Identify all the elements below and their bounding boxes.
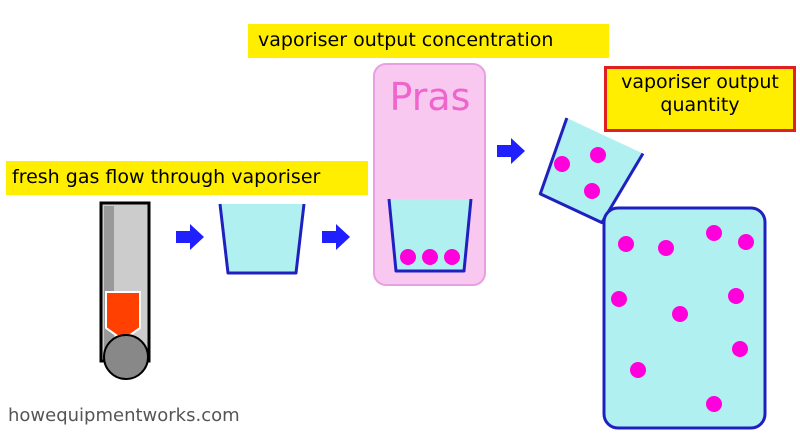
vapour-molecule-dot bbox=[590, 147, 606, 163]
vaporising-chamber: Pras bbox=[373, 63, 486, 286]
pouring-cup-outline bbox=[538, 117, 645, 225]
vapour-molecule-dot bbox=[584, 183, 600, 199]
fresh-gas-cup-outline bbox=[218, 203, 306, 275]
vapour-molecule-dot bbox=[728, 288, 744, 304]
fresh-gas-cup-liquid bbox=[220, 204, 304, 273]
fresh-gas-flow-label: fresh gas flow through vaporiser bbox=[6, 161, 368, 195]
flowmeter-base-knob bbox=[103, 334, 149, 380]
vapour-molecule-dot bbox=[738, 234, 754, 250]
website-credit: howequipmentworks.com bbox=[8, 405, 240, 426]
vapour-molecule-dot bbox=[422, 249, 438, 265]
pouring-cup bbox=[538, 117, 645, 225]
vapour-molecule-dot bbox=[706, 225, 722, 241]
arrow-right-icon bbox=[322, 224, 350, 250]
output-quantity-label-line1: vaporiser output bbox=[621, 71, 779, 93]
vapour-molecule-dot bbox=[444, 249, 460, 265]
vapour-molecule-dot bbox=[658, 240, 674, 256]
output-quantity-label-line2: quantity bbox=[660, 93, 740, 116]
output-concentration-label: vaporiser output concentration bbox=[248, 24, 609, 58]
flowmeter bbox=[99, 201, 151, 380]
vapour-molecule-dot bbox=[618, 236, 634, 252]
output-quantity-label: vaporiser output quantity bbox=[604, 66, 796, 132]
arrow-right-icon bbox=[176, 224, 204, 250]
flowmeter-tube-shadow bbox=[104, 206, 114, 356]
vapour-molecule-dot bbox=[611, 291, 627, 307]
vapour-molecule-dot bbox=[554, 156, 570, 172]
fresh-gas-cup bbox=[218, 203, 306, 275]
vapour-name: Pras bbox=[390, 75, 471, 119]
output-container bbox=[602, 206, 767, 430]
vapour-molecule-dot bbox=[630, 362, 646, 378]
chamber-cup-outline bbox=[387, 198, 473, 273]
arrow-right-icon bbox=[497, 138, 525, 164]
flowmeter-bobbin bbox=[105, 291, 141, 342]
vapour-molecule-dot bbox=[400, 249, 416, 265]
vapour-molecule-dot bbox=[732, 341, 748, 357]
vapour-molecule-dot bbox=[706, 396, 722, 412]
vapour-molecule-dot bbox=[672, 306, 688, 322]
